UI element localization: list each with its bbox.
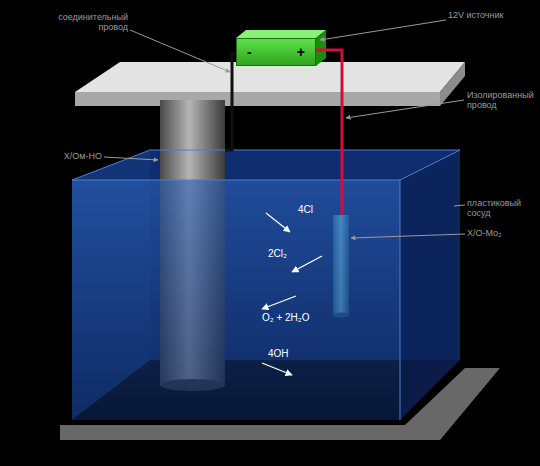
tank-edge <box>400 180 401 420</box>
polarity-sign: - <box>237 44 262 60</box>
polarity-sign: + <box>287 44 315 60</box>
battery-side <box>316 30 326 66</box>
reaction-arrow <box>262 296 296 309</box>
top-plate-side <box>440 62 465 106</box>
tank-front <box>72 180 400 420</box>
callout-label: Х/Ом-НО <box>36 151 102 161</box>
chemical-formula: 2Cl₂ <box>268 248 287 260</box>
leader-line <box>346 100 464 118</box>
leader-line <box>320 20 446 40</box>
tank-rim <box>72 150 460 180</box>
chemical-formula: 4OH <box>268 348 289 360</box>
callout-label: Х/О-Мо₂ <box>467 228 535 238</box>
top-plate-edge <box>75 92 440 106</box>
top-plate <box>75 62 465 92</box>
battery-top <box>236 30 326 38</box>
leader-line <box>104 157 158 160</box>
red-wire <box>316 50 342 215</box>
callout-label: пластиковый сосуд <box>467 198 535 219</box>
reaction-arrow <box>266 213 290 232</box>
reaction-arrow <box>292 256 322 272</box>
reaction-arrow <box>262 363 292 375</box>
battery-box: -+ <box>236 38 316 66</box>
black-wire <box>225 54 237 150</box>
callout-label: соединительный провод <box>50 12 128 33</box>
leader-line <box>130 30 230 72</box>
tank-right <box>400 150 460 420</box>
chemical-formula: 4Cl <box>298 204 313 216</box>
chemical-formula: O₂ + 2H₂O <box>262 312 310 324</box>
leader-line <box>351 234 465 238</box>
callout-label: 12V источник <box>448 10 530 20</box>
leader-line <box>454 205 465 206</box>
callout-label: Изолированный провод <box>467 90 535 111</box>
